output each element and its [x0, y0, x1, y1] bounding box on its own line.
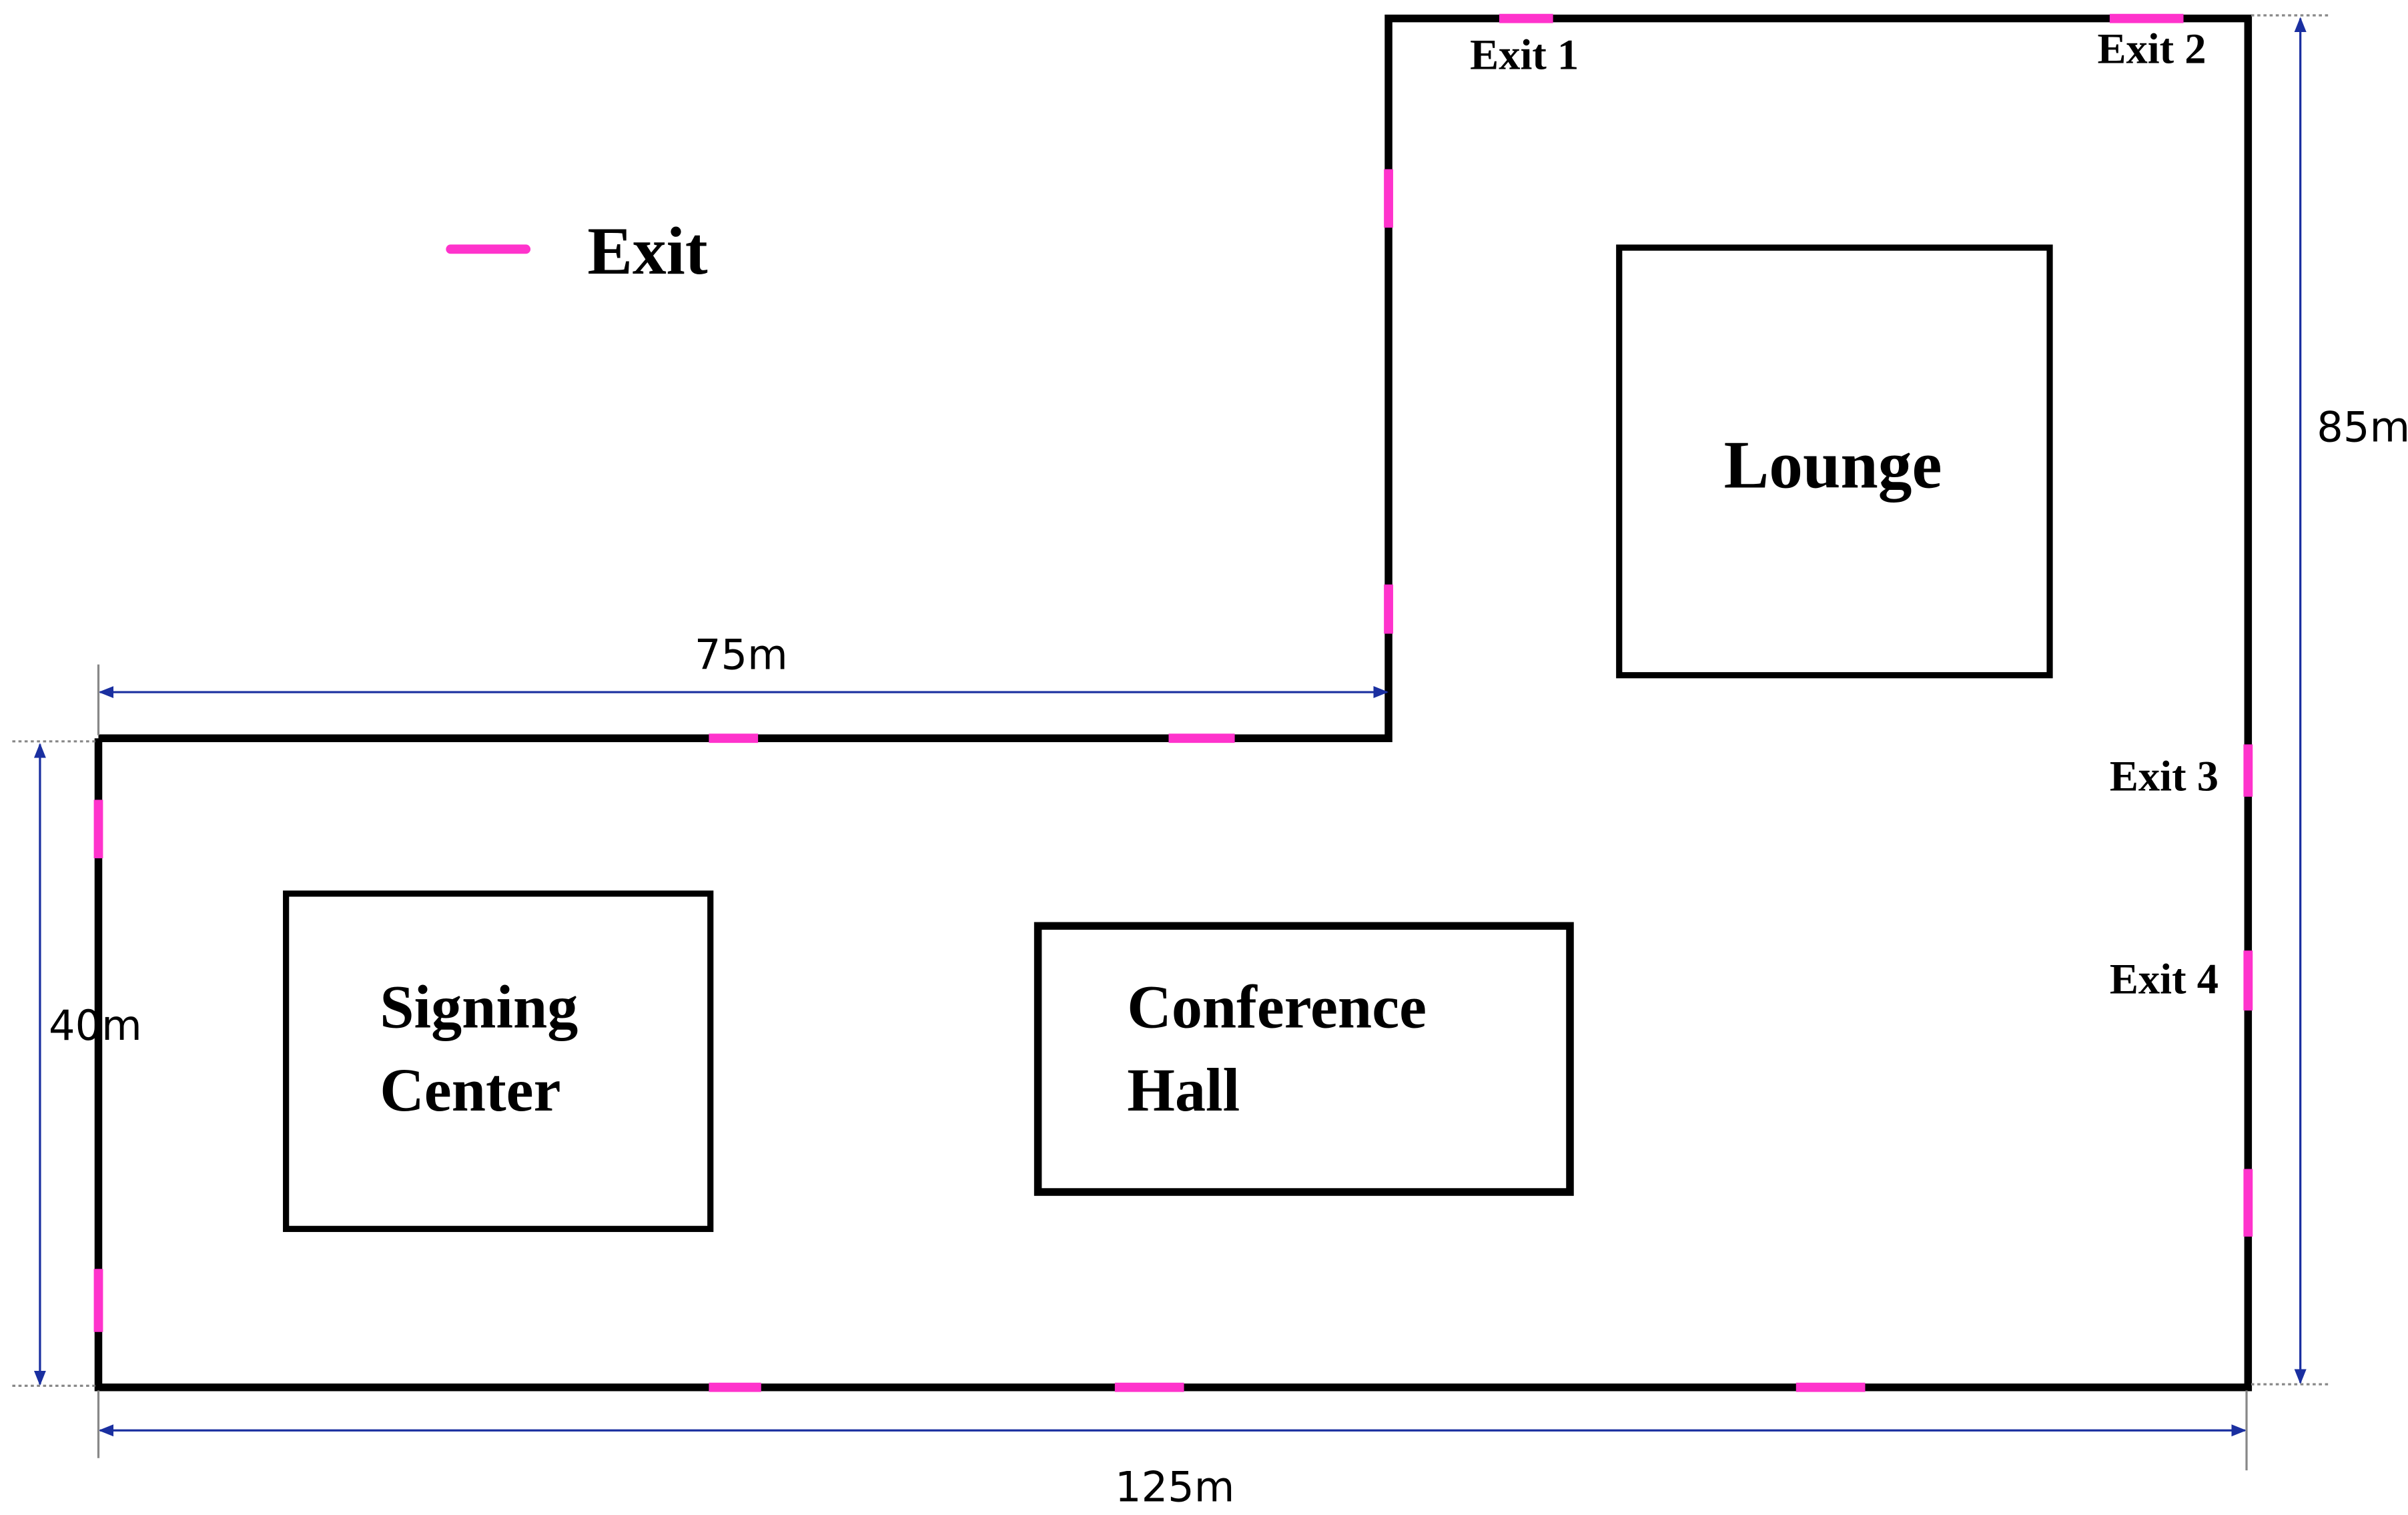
exit-1-label: Exit 1: [1470, 31, 1579, 79]
legend-exit-label: Exit: [587, 214, 707, 288]
dimension-85m-label: 85m: [2317, 402, 2408, 451]
building-outline: [94, 14, 2253, 1392]
dimension-40m-label: 40m: [49, 1001, 142, 1050]
exit-4-label: Exit 4: [2110, 956, 2219, 1003]
signing-center-room: [283, 890, 714, 1232]
lounge-room: [1616, 244, 2053, 679]
signing-center-label-line2: Center: [380, 1056, 560, 1124]
exit-3-label: Exit 3: [2110, 753, 2219, 800]
dimension-lines: [12, 14, 2330, 1471]
lounge-label: Lounge: [1724, 428, 1942, 503]
exit-markers: [93, 13, 2253, 1392]
legend: Exit: [446, 214, 708, 288]
conference-hall-room: [1034, 922, 1574, 1196]
dimension-75m-label: 75m: [695, 630, 788, 679]
conference-hall-label-line1: Conference: [1127, 972, 1427, 1040]
signing-center-label-line1: Signing: [380, 972, 578, 1040]
dimension-125m-label: 125m: [1115, 1462, 1234, 1511]
conference-hall-label-line2: Hall: [1127, 1056, 1240, 1124]
exit-2-label: Exit 2: [2097, 25, 2206, 72]
